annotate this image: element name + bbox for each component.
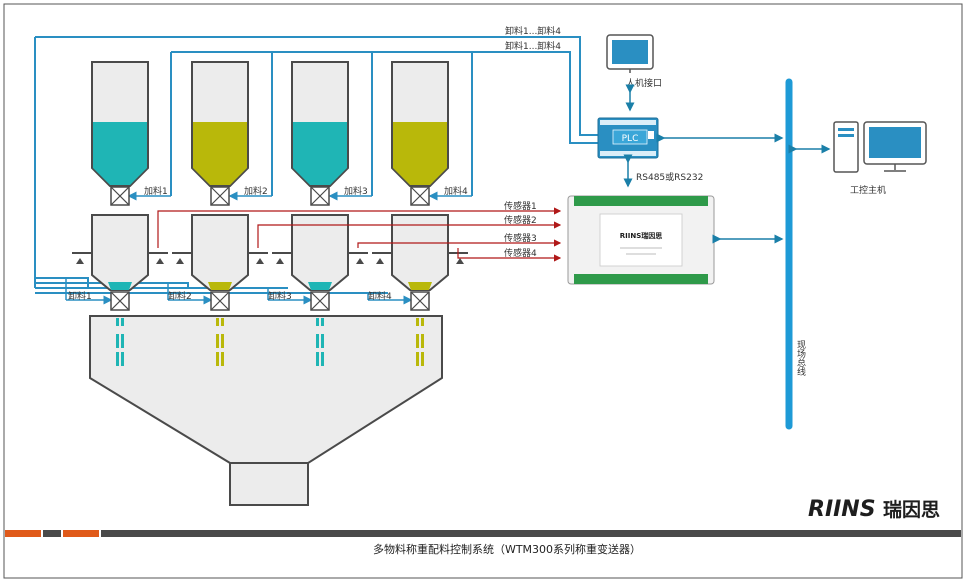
material-drop [316, 318, 324, 366]
sensor-label: 传感器3 [504, 232, 537, 244]
unload-label: 卸料1 [68, 290, 92, 302]
silo-1: 加料1 [91, 61, 168, 206]
label-hmi: 人机接口 [626, 77, 662, 89]
footer-bar [5, 530, 961, 537]
material-drop [116, 318, 124, 366]
sensor-label: 传感器4 [504, 247, 537, 259]
load-cell-icon [276, 258, 284, 264]
label-unload-top-2: 卸料1...卸料4 [505, 40, 561, 52]
ipc-computer-icon [833, 121, 927, 173]
logo-name: 瑞因思 [883, 498, 940, 521]
label-plc: PLC [622, 134, 639, 144]
feed-label: 加料4 [444, 185, 468, 197]
outer-frame [3, 3, 963, 579]
hopper-unload-valve [210, 291, 230, 311]
hopper-unload-valve [410, 291, 430, 311]
load-cell-icon [156, 258, 164, 264]
label-unload-top-1: 卸料1...卸料4 [505, 25, 561, 37]
silo-4: 加料4 [391, 61, 468, 206]
weigh-hoppers: 卸料1 卸料2 卸料3 卸料4 [68, 214, 468, 311]
hopper-unload-valve [310, 291, 330, 311]
load-cell-icon [76, 258, 84, 264]
sensor-lines: 传感器1 传感器2 传感器3 传感器4 [157, 200, 562, 262]
weigh-hopper-1: 卸料1 [68, 214, 168, 311]
silo-feed-valve [210, 186, 230, 206]
unload-label: 卸料2 [168, 290, 192, 302]
material-drop [416, 318, 424, 366]
unload-arrows [65, 278, 413, 305]
feed-label: 加料1 [144, 185, 168, 197]
unload-label: 卸料4 [368, 290, 392, 302]
hmi-monitor-icon [606, 34, 654, 73]
label-fieldbus: 现场总线 [795, 340, 806, 376]
load-cell-icon [356, 258, 364, 264]
unload-label: 卸料3 [268, 290, 292, 302]
weigh-hopper-3: 卸料3 [268, 214, 368, 311]
feed-label: 加料3 [344, 185, 368, 197]
sensor-label: 传感器2 [504, 214, 537, 226]
load-cell-icon [376, 258, 384, 264]
silo-feed-valve [110, 186, 130, 206]
silo-2: 加料2 [191, 61, 268, 206]
diagram-caption: 多物料称重配料控制系统（WTM300系列称重变送器） [373, 542, 641, 556]
logo-mark: RIINS [808, 497, 876, 522]
feed-label: 加料2 [244, 185, 268, 197]
load-cell-icon [456, 258, 464, 264]
mixing-hopper [89, 315, 443, 506]
transmitter-brand: RIINS瑞因思 [620, 231, 663, 240]
sensor-label: 传感器1 [504, 200, 537, 212]
load-cell-icon [176, 258, 184, 264]
silo-3: 加料3 [291, 61, 368, 206]
material-flow [116, 318, 424, 366]
brand-logo: RIINS 瑞因思 [808, 497, 940, 522]
label-rs485: RS485或RS232 [636, 171, 703, 183]
label-ipc: 工控主机 [850, 184, 886, 196]
load-cell-icon [256, 258, 264, 264]
plc-module [597, 117, 659, 159]
weigh-hopper-2: 卸料2 [168, 214, 268, 311]
weigh-hopper-4: 卸料4 [368, 214, 468, 311]
control-lines [34, 36, 598, 294]
silo-feed-valve [410, 186, 430, 206]
storage-silos: 加料1 加料2 加料3 加料4 [91, 61, 468, 206]
material-drop [216, 318, 224, 366]
transmitter-module [567, 195, 715, 285]
hopper-unload-valve [110, 291, 130, 311]
silo-feed-valve [310, 186, 330, 206]
